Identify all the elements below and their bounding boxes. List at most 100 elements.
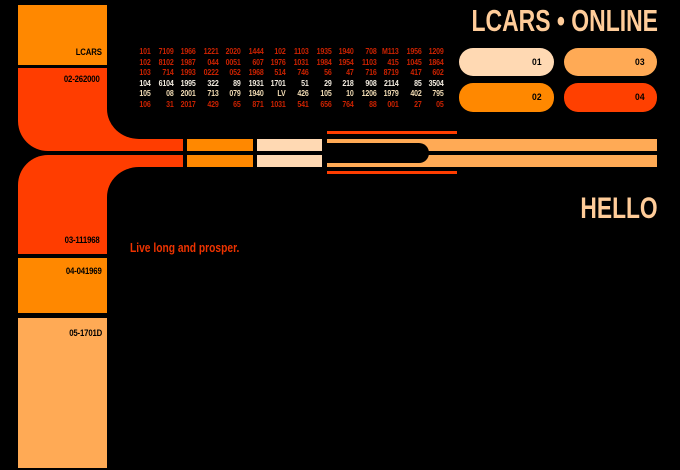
cascade-value: 65 [233,99,241,109]
cascade-value: 1864 [429,57,444,67]
button-04[interactable]: 04 [564,83,657,112]
cascade-value: 716 [365,68,377,77]
cascade-value: 0222 [203,68,219,77]
cascade-value: 89 [233,78,241,88]
cascade-value: 908 [365,78,377,88]
cascade-value: 27 [413,99,422,109]
cascade-value: 1940 [248,89,264,98]
cascade-value: 1031 [293,57,309,67]
page-title: LCARS • ONLINE [471,3,658,38]
sidebar-block-label: 04-041969 [66,266,102,277]
cascade-value: 1993 [180,68,196,77]
cascade-value: 044 [207,57,219,67]
cascade-value: 1966 [180,47,196,56]
cascade-value: 1045 [406,57,422,67]
cascade-value: 29 [323,78,332,88]
cascade-value: 31 [165,99,174,109]
greeting-text: HELLO [580,192,658,225]
cascade-value: 105 [319,89,332,98]
cascade-value: 2017 [180,99,196,109]
accent-rule-top [327,131,457,134]
cascade-value: 47 [346,68,354,77]
cascade-value: 8102 [158,57,174,67]
button-02[interactable]: 02 [459,83,554,112]
cascade-value: 415 [387,57,399,67]
cascade-value: 1931 [248,78,264,88]
cascade-value: 746 [297,68,309,77]
cascade-value: 079 [229,89,241,98]
cascade-value: 103 [139,68,151,77]
cascade-value: 1968 [248,68,264,77]
cascade-value: 85 [413,78,422,88]
sidebar-block-label: 05-1701D [69,328,102,339]
cascade-value: 1103 [293,47,309,56]
cascade-value: 2114 [384,78,399,88]
cascade-value: 1940 [338,47,354,56]
cascade-value: 514 [274,68,286,77]
cascade-value: 101 [139,47,151,56]
bar-segment-cream-bottom [257,155,322,167]
elbow-inner-corner [107,167,183,254]
cascade-value: 708 [365,47,377,56]
cascade-value: 052 [229,68,241,77]
cascade-value: 795 [432,89,444,98]
cascade-value: 88 [368,99,377,109]
button-01[interactable]: 01 [459,48,554,76]
cascade-value: 1031 [271,99,286,109]
cascade-value: 102 [139,57,151,67]
cascade-value: 607 [252,57,264,67]
sidebar-block-04[interactable]: 04-041969 [18,258,107,313]
sidebar-block-03-elbow[interactable]: 03-111968 [18,155,183,254]
cascade-value: 1221 [203,47,219,56]
cascade-value: 417 [410,68,422,77]
sidebar-block-02-elbow[interactable]: 02-262000 [18,68,183,151]
cascade-value: 764 [342,99,354,109]
cascade-value: 1935 [316,47,332,56]
cascade-value: 1209 [429,47,444,56]
data-band [327,139,657,167]
cascade-value: 322 [207,78,219,88]
button-label: 02 [532,92,542,103]
cascade-value: 713 [207,89,219,98]
cascade-value: 1984 [316,57,332,67]
cascade-value: 001 [387,99,399,109]
cascade-value: 871 [252,99,264,109]
cascade-value: 1995 [180,78,196,88]
elbow-inner-corner [107,68,183,139]
cascade-value: 05 [436,99,445,109]
cascade-value: 1956 [406,47,422,56]
cascade-value: 1987 [180,57,196,67]
cascade-value: 1976 [271,57,286,67]
cascade-value: 105 [139,89,151,98]
bar-segment-cream-top [257,139,322,151]
cascade-value: 1103 [361,57,377,67]
cascade-value: 426 [297,89,309,98]
cascade-value: 2020 [225,47,241,56]
cascade-value: 104 [139,78,151,88]
cascade-value: 3504 [429,78,444,88]
sidebar-block-05[interactable]: 05-1701D [18,318,107,468]
cascade-value: 8719 [383,68,399,77]
band-notch [327,143,429,163]
cascade-value: 1954 [338,57,354,67]
cascade-value: 541 [297,99,309,109]
bar-segment-orange-bottom [187,155,253,167]
message-text: Live long and prosper. [130,241,240,255]
cascade-value: 106 [139,99,151,109]
button-03[interactable]: 03 [564,48,657,76]
cascade-value: 56 [323,68,332,77]
cascade-value: 429 [207,99,219,109]
cascade-value: 402 [410,89,422,98]
band-divider [427,151,657,155]
cascade-value: M113 [382,47,399,56]
cascade-value: 1206 [361,89,377,98]
cascade-value: 6104 [158,78,174,88]
cascade-value: 10 [346,89,354,98]
sidebar-block-label: 03-111968 [65,235,100,246]
button-label: 04 [635,92,645,103]
sidebar-block-lcars[interactable]: LCARS [18,5,107,65]
button-label: 03 [635,56,645,68]
cascade-value: 602 [432,68,444,77]
